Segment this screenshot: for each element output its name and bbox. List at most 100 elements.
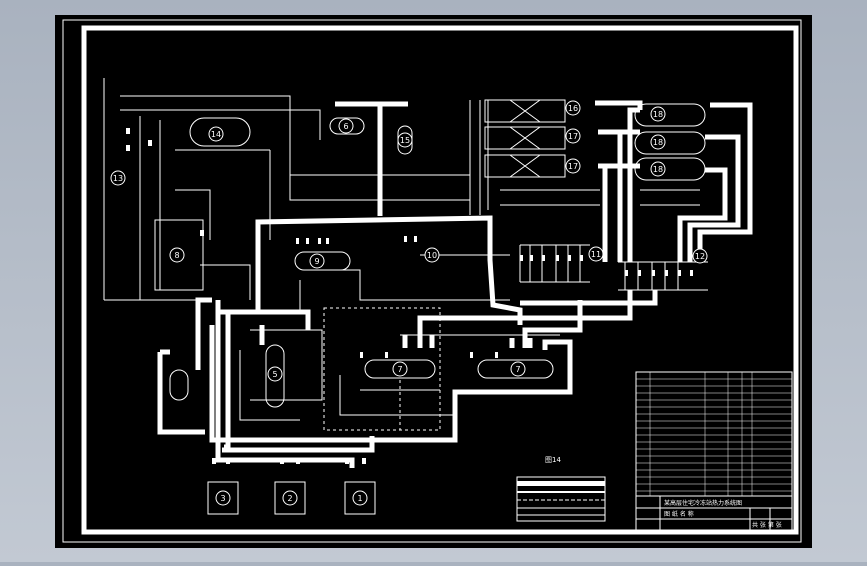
thin-second-run bbox=[120, 109, 321, 140]
pipe-bottom-loop bbox=[209, 325, 573, 443]
label-circle-10 bbox=[424, 247, 440, 263]
label-circle-2 bbox=[282, 490, 298, 506]
unit-8 bbox=[154, 219, 204, 291]
pipe-to-3 bbox=[224, 312, 231, 450]
vessel-16 bbox=[329, 117, 365, 135]
thin-tower-bottom bbox=[500, 189, 600, 206]
pipe-trunk-upper bbox=[255, 215, 523, 325]
dashed-lines bbox=[323, 307, 441, 431]
thin-7-bottom bbox=[339, 375, 455, 416]
pipe-tanks-return-1 bbox=[697, 102, 753, 262]
cooling-tower-3 bbox=[484, 154, 566, 178]
pipe-7-top bbox=[402, 335, 435, 348]
title-block: 某高层住宅冷冻站热力系统图 图 纸 名 称 共 张 第 张 bbox=[635, 495, 793, 531]
valve-marks bbox=[126, 128, 693, 464]
tank-18b bbox=[634, 131, 706, 155]
label-circle-15 bbox=[397, 132, 413, 148]
equipment-label-6: 6 bbox=[343, 122, 348, 131]
equipment-label-13: 13 bbox=[113, 174, 123, 183]
label-circle-5 bbox=[267, 366, 283, 382]
label-circle-7 bbox=[392, 361, 408, 377]
tower-crosses bbox=[509, 99, 541, 178]
pipe-tanks-return-3 bbox=[677, 167, 728, 262]
thin-14-out bbox=[175, 149, 271, 240]
vessel-9 bbox=[294, 251, 351, 271]
equipment-schedule bbox=[635, 371, 793, 497]
equipment-label-18: 18 bbox=[653, 165, 663, 174]
thin-header-12 bbox=[618, 261, 708, 291]
label-circle-18 bbox=[650, 134, 666, 150]
equipment-label-3: 3 bbox=[220, 494, 225, 503]
equipment-label-15: 15 bbox=[400, 136, 410, 145]
label-circle-11 bbox=[588, 246, 604, 262]
equipment-label-18: 18 bbox=[653, 110, 663, 119]
tank-18a bbox=[634, 103, 706, 127]
legend-block bbox=[516, 476, 606, 522]
label-circle-12 bbox=[692, 248, 708, 264]
pipe-7b-top bbox=[509, 338, 533, 348]
label-circle-1 bbox=[352, 490, 368, 506]
equipment-label-7: 7 bbox=[515, 365, 520, 374]
thin-left-riser bbox=[103, 78, 212, 301]
pipe-tanks-return-2 bbox=[687, 134, 741, 262]
label-circle-18 bbox=[650, 106, 666, 122]
outer-border bbox=[62, 19, 802, 543]
label-circle-18 bbox=[650, 161, 666, 177]
vessels bbox=[154, 99, 706, 515]
cooling-tower-2 bbox=[484, 126, 566, 150]
label-circle-8 bbox=[169, 247, 185, 263]
thin-top-run bbox=[120, 95, 470, 201]
thin-5-loop bbox=[250, 329, 323, 401]
equipment-label-17: 17 bbox=[568, 162, 578, 171]
pipe-to-1 bbox=[215, 300, 355, 468]
label-circle-9 bbox=[309, 253, 325, 269]
label-circle-3 bbox=[215, 490, 231, 506]
tank-18c bbox=[634, 157, 706, 181]
vessel-7b bbox=[477, 359, 554, 379]
main-pipes bbox=[157, 100, 753, 468]
label-circle-7 bbox=[510, 361, 526, 377]
thin-header-11 bbox=[520, 244, 590, 283]
title-block-drawing-name: 图 纸 名 称 bbox=[664, 510, 694, 518]
vessel-14 bbox=[189, 117, 251, 147]
label-circle-17 bbox=[565, 158, 581, 174]
title-block-title: 某高层住宅冷冻站热力系统图 bbox=[664, 499, 742, 507]
pipe-to-2 bbox=[222, 436, 375, 453]
equipment-label-8: 8 bbox=[174, 251, 179, 260]
equipment-label-10: 10 bbox=[427, 251, 437, 260]
thin-to-8 bbox=[175, 189, 211, 240]
pipe-to-5 bbox=[218, 309, 311, 330]
inner-border bbox=[81, 25, 799, 535]
title-block-sheet: 共 张 第 张 bbox=[752, 521, 782, 529]
equipment-label-12: 12 bbox=[695, 252, 705, 261]
header-11-branches bbox=[519, 245, 581, 282]
equipment-label-16: 16 bbox=[568, 104, 578, 113]
vessel-7a bbox=[364, 359, 436, 379]
equipment-label-7: 7 bbox=[397, 365, 402, 374]
equipment-label-2: 2 bbox=[287, 494, 292, 503]
vessel-4 bbox=[169, 369, 189, 401]
figure-caption: 图14 bbox=[545, 456, 561, 464]
equipment-label-5: 5 bbox=[272, 370, 277, 379]
label-circle-6 bbox=[338, 118, 354, 134]
label-circle-17 bbox=[565, 128, 581, 144]
thin-5-left bbox=[239, 350, 300, 421]
pipe-header-12-out bbox=[417, 290, 658, 348]
equipment-label-9: 9 bbox=[314, 257, 319, 266]
vessel-5 bbox=[265, 344, 285, 408]
thin-tank-bottom bbox=[640, 189, 700, 206]
pipe-from-4 bbox=[157, 352, 205, 435]
thin-8-out bbox=[200, 264, 251, 300]
drawing-sheet bbox=[55, 15, 812, 548]
header-12-branches bbox=[624, 262, 679, 290]
pipe-header-11-out bbox=[522, 300, 583, 348]
box-3 bbox=[207, 481, 239, 515]
label-circle-13 bbox=[110, 170, 126, 186]
equipment-label-11: 11 bbox=[591, 250, 601, 259]
equipment-label-1: 1 bbox=[357, 494, 362, 503]
equipment-label-18: 18 bbox=[653, 138, 663, 147]
cooling-tower-1 bbox=[484, 99, 566, 123]
